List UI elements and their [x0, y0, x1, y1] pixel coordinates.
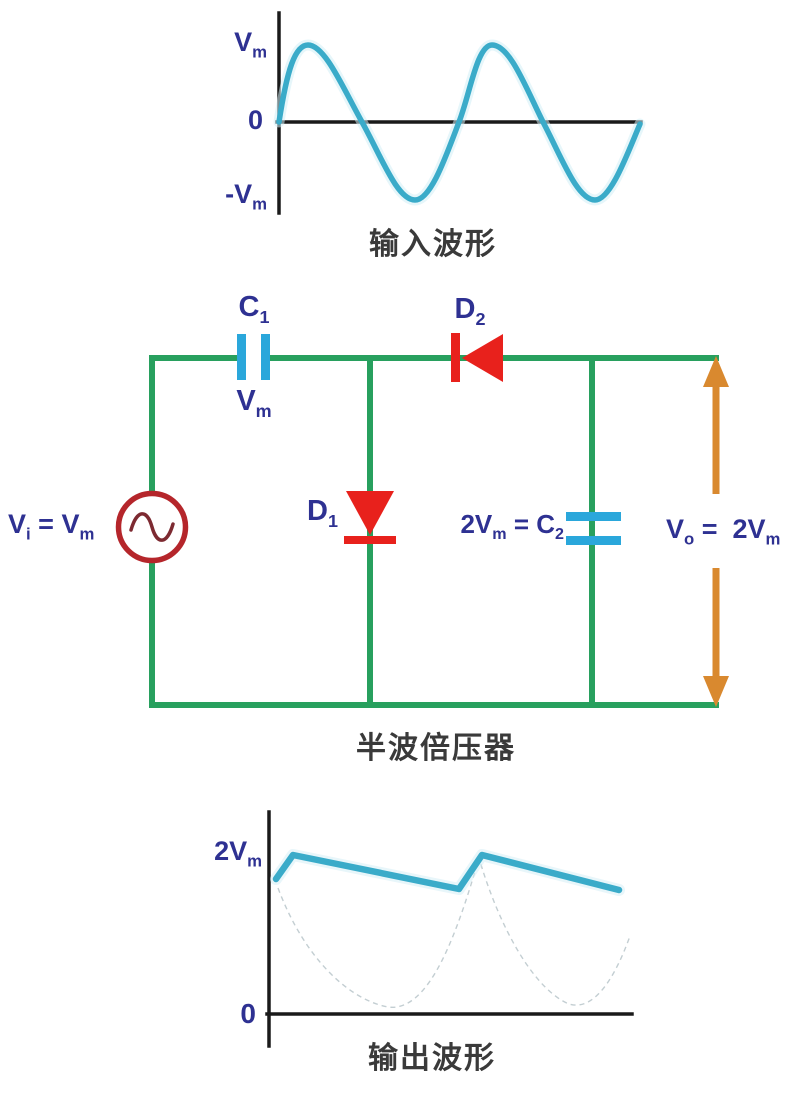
vo-s1: o — [684, 529, 695, 549]
c2-p2: = C — [506, 509, 556, 539]
output-plot-title: 输出波形 — [368, 1042, 496, 1075]
d1-triangle — [346, 491, 394, 535]
c2-s2: 2 — [555, 525, 564, 544]
d2-name-sub: 2 — [475, 308, 486, 329]
c1-plate-right — [261, 334, 270, 380]
input-ymin-sub: m — [252, 194, 267, 214]
circuit-title: 半波倍压器 — [356, 732, 516, 765]
d1-name-sub: 1 — [328, 510, 338, 531]
c1-value-text: V — [236, 385, 256, 417]
vo-p2: = 2V — [694, 514, 766, 544]
c2-voltage-label: 2Vm = C2 — [436, 509, 564, 542]
input-ymin-text: -V — [225, 179, 253, 209]
vi-p1: V — [8, 509, 27, 539]
d1-cathode-bar — [344, 536, 396, 544]
c2-s1: m — [492, 525, 507, 544]
d2-triangle — [462, 334, 503, 382]
ac-source-sine-icon — [129, 512, 175, 542]
input-ymax-label: Vm — [205, 27, 267, 60]
d2-name-text: D — [454, 293, 476, 325]
output-plot — [265, 810, 634, 1048]
capacitor-c2 — [566, 512, 621, 545]
output-ripple-wave — [272, 851, 623, 894]
c2-plate-bottom — [566, 536, 621, 545]
c2-p1: 2V — [460, 509, 493, 539]
c1-plate-left — [237, 334, 246, 380]
c1-name-text: C — [238, 291, 260, 323]
output-ymax-text: 2V — [214, 836, 248, 866]
wire-bottom — [149, 558, 719, 708]
input-sine-wave — [276, 42, 643, 203]
c1-name-sub: 1 — [259, 306, 270, 327]
vo-s2: m — [765, 529, 781, 549]
output-ymax-label: 2Vm — [188, 836, 262, 869]
source-voltage-label: Vi = Vm — [8, 509, 120, 542]
c1-value-label: Vm — [222, 385, 286, 420]
wire-top-left — [149, 355, 242, 497]
d1-name-text: D — [307, 495, 328, 527]
capacitor-c1 — [237, 334, 270, 380]
input-plot-title: 输入波形 — [369, 228, 497, 261]
c1-name-label: C1 — [222, 291, 286, 326]
ac-source — [115, 490, 189, 564]
d1-name-label: D1 — [282, 495, 338, 530]
output-ymax-sub: m — [247, 851, 262, 871]
vi-s2: m — [79, 524, 95, 544]
vo-p1: V — [666, 514, 685, 544]
output-voltage-label: Vo = 2Vm — [666, 514, 806, 547]
d2-name-label: D2 — [438, 293, 502, 328]
vi-p2: = V — [30, 509, 80, 539]
c2-plate-top — [566, 512, 621, 521]
vo-arrow-up-head — [703, 356, 729, 387]
input-ymin-label: -Vm — [195, 179, 267, 212]
input-zero-label: 0 — [247, 105, 263, 135]
input-plot — [273, 11, 646, 215]
vi-s1: i — [26, 524, 31, 544]
output-ghost-sine — [277, 855, 631, 1008]
diode-d2 — [451, 333, 503, 382]
vo-arrow-down-head — [703, 676, 729, 707]
diode-d1 — [344, 491, 396, 544]
d2-cathode-bar — [451, 333, 460, 382]
input-ymax-sub: m — [252, 42, 267, 62]
input-ymax-text: V — [234, 27, 253, 57]
c1-value-sub: m — [255, 400, 272, 421]
vo-arrows — [703, 356, 729, 707]
output-zero-label: 0 — [240, 998, 256, 1029]
